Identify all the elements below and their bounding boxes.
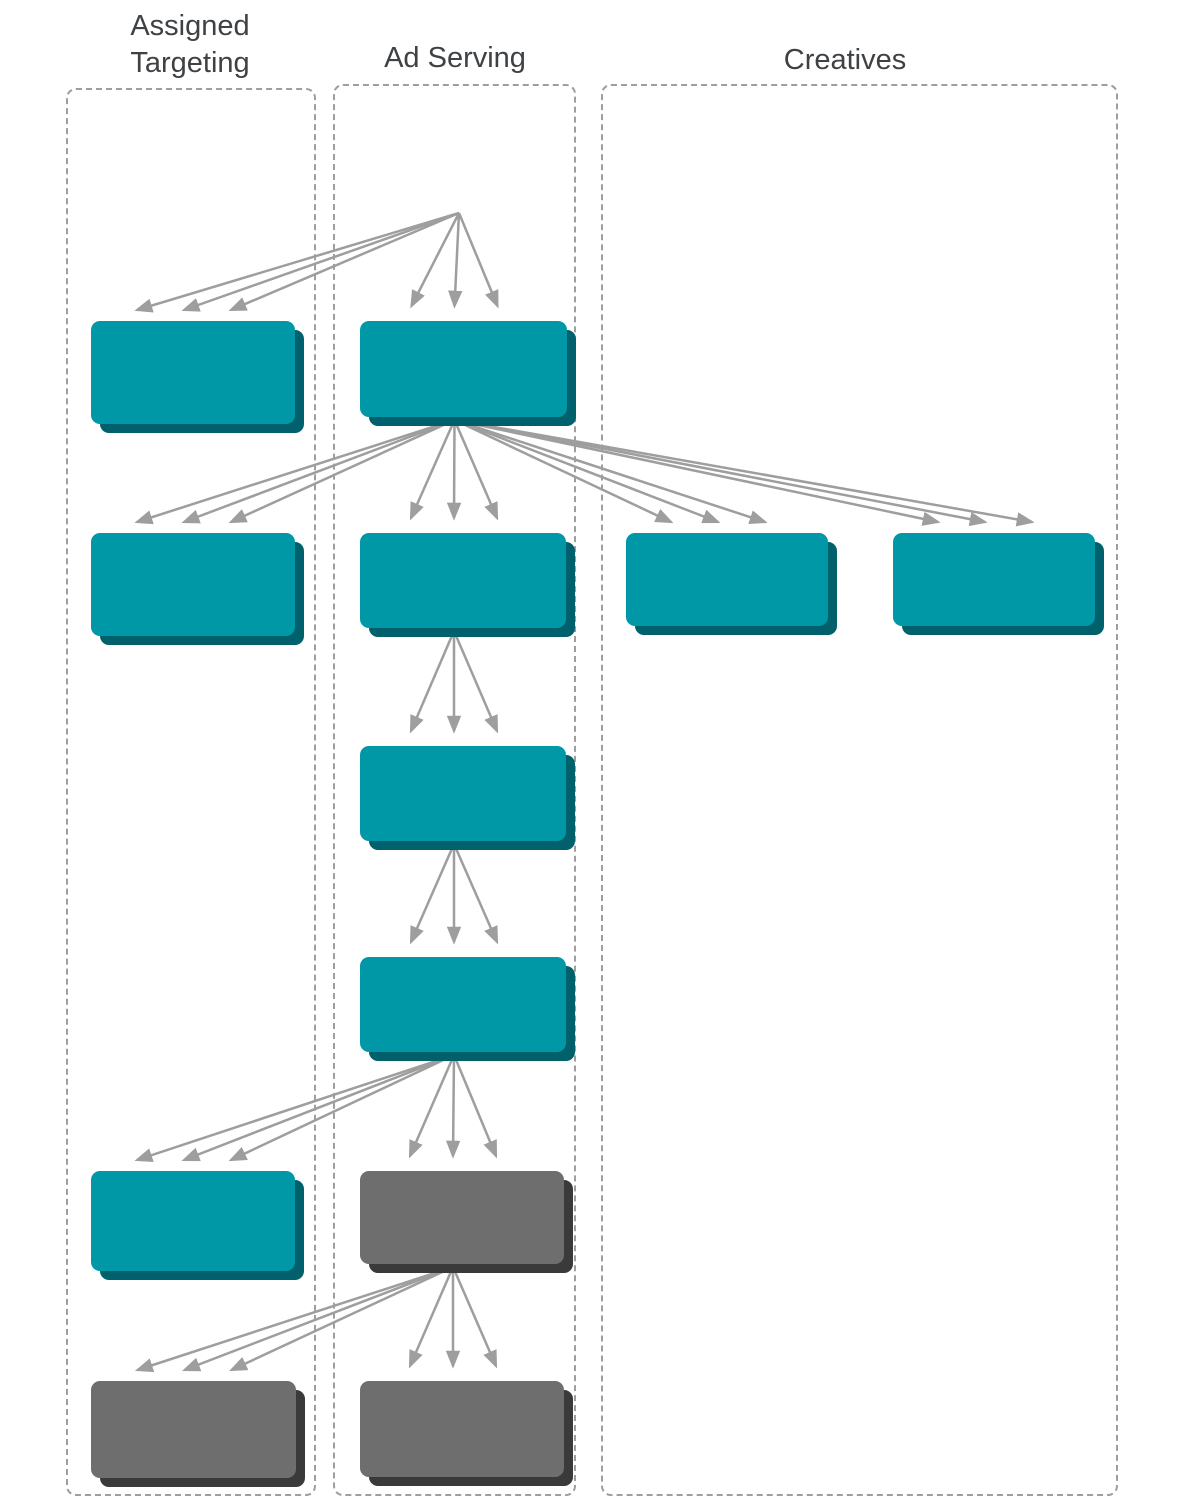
node-line-item <box>351 948 575 1061</box>
node-ato-partner <box>82 312 304 433</box>
column-ad-serving <box>333 84 576 1496</box>
node-stack-mid <box>360 321 567 417</box>
column-header-assigned-targeting: Assigned Targeting <box>130 10 250 79</box>
column-header-ad-serving: Ad Serving <box>384 42 526 74</box>
node-stack-mid <box>91 533 295 636</box>
node-advertiser <box>351 312 576 426</box>
node-stack-mid <box>360 746 566 841</box>
column-header-creatives: Creatives <box>783 44 907 76</box>
node-stack-mid <box>360 957 566 1052</box>
node-stack-mid <box>626 533 828 626</box>
node-ato-line-item <box>82 1162 304 1280</box>
node-creative <box>617 524 837 635</box>
node-creative-asset <box>884 524 1104 635</box>
node-stack-mid <box>91 1381 296 1478</box>
node-insertion-order <box>351 737 575 850</box>
node-ato-ad-group <box>82 1372 305 1487</box>
node-ad-group-ad <box>351 1372 573 1486</box>
node-stack-mid <box>91 1171 295 1271</box>
node-partner <box>349 101 569 212</box>
column-assigned-targeting <box>66 88 316 1496</box>
node-stack-mid <box>360 533 566 628</box>
node-stack-mid <box>893 533 1095 626</box>
node-ato-advertiser <box>82 524 304 645</box>
node-stack-mid <box>91 321 295 424</box>
node-stack-mid <box>360 1381 564 1477</box>
node-campaign <box>351 524 575 637</box>
node-stack-mid <box>360 1171 564 1264</box>
column-creatives <box>601 84 1118 1496</box>
node-ad-group <box>351 1162 573 1273</box>
